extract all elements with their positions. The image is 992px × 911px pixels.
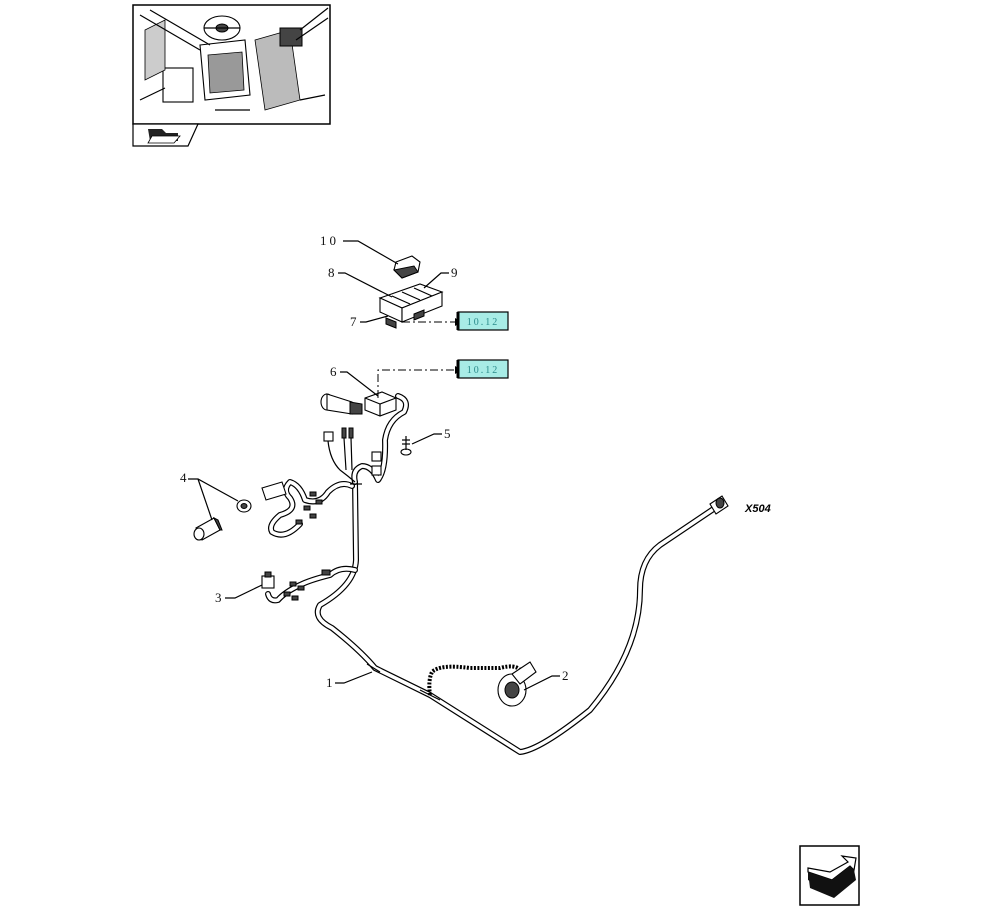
part-6-combination-switch — [320, 391, 397, 417]
callout-9: 9 — [451, 265, 461, 280]
callout-6: 6 — [330, 364, 340, 379]
leader-lines — [188, 240, 560, 691]
branch-connectors — [283, 427, 382, 601]
reference-box-label: 10.12 — [467, 365, 500, 376]
reference-lines — [377, 318, 462, 398]
part-2-buzzer — [497, 661, 537, 707]
part-3-switch — [261, 571, 275, 589]
callout-1: 1 — [326, 675, 336, 690]
part-10-cap — [392, 255, 421, 279]
callout-3: 3 — [215, 590, 225, 605]
callout-4: 4 — [180, 470, 190, 485]
callout-10: 10 — [320, 233, 339, 248]
callouts: 10 8 9 7 6 5 4 3 1 2 — [180, 233, 572, 690]
reference-box-2[interactable]: 10.12 — [456, 359, 509, 379]
reference-box-label: 10.12 — [467, 317, 500, 328]
cab-interior-locator-icon — [132, 4, 331, 125]
callout-5: 5 — [444, 426, 454, 441]
main-harness — [265, 393, 718, 755]
connector-label-x504: X504 — [744, 503, 771, 515]
reference-box-1[interactable]: 10.12 — [456, 311, 509, 331]
callout-7: 7 — [350, 314, 360, 329]
navigate-arrow-icon[interactable] — [799, 845, 860, 906]
part-8-switch-block — [378, 283, 444, 329]
connector-x504 — [709, 495, 729, 515]
callout-8: 8 — [328, 265, 338, 280]
callout-2: 2 — [562, 668, 572, 683]
section-folder-icon — [132, 123, 199, 147]
part-4-sensor — [193, 481, 287, 541]
part-5-screw — [400, 436, 412, 456]
